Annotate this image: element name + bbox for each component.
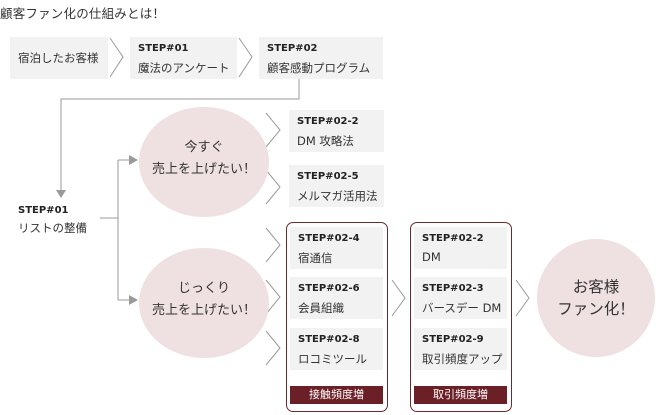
arrow-right-icon	[129, 295, 138, 305]
step-box: STEP#02-6 会員組織	[290, 277, 383, 319]
step-id: STEP#02	[267, 43, 318, 54]
step-label: 取引頻度アップ	[422, 352, 503, 366]
step-box: STEP#02-3 バースデー DM	[414, 277, 507, 319]
circle-line: 今すぐ	[184, 140, 224, 155]
result-circle	[537, 239, 655, 357]
circle-slow-text: じっくり 売上を上げたい！	[139, 278, 269, 322]
step-box: STEP#02-2 DM 攻略法	[289, 110, 384, 152]
circle-line: 売上を上げたい！	[151, 162, 256, 177]
chevron-icon	[391, 279, 406, 317]
circle-line: 売上を上げたい！	[151, 303, 256, 318]
step-id: STEP#02-6	[298, 283, 360, 294]
step-box: STEP#02-8 ロコミツール	[290, 328, 383, 370]
contact-footer: 接触頻度増	[290, 386, 383, 404]
step-label: ロコミツール	[298, 352, 367, 366]
result-line: ファン化！	[557, 300, 635, 318]
diagram-title: 顧客ファン化の仕組みとは！	[0, 6, 166, 21]
trade-group: STEP#02-2 DM STEP#02-3 バースデー DM STEP#02-…	[410, 222, 512, 412]
chevron-icon	[265, 330, 281, 366]
chevron-icon	[515, 279, 530, 317]
chevron-icon	[238, 37, 253, 78]
step-box: STEP#02-4 宿通信	[290, 227, 383, 269]
circle-now-text: 今すぐ 売上を上げたい！	[139, 137, 269, 181]
step-label: 魔法のアンケート	[138, 61, 230, 75]
chevron-icon	[265, 169, 281, 205]
step-label: 顧客感動プログラム	[267, 61, 371, 75]
step-label: メルマガ活用法	[297, 189, 378, 203]
result-line: お客様	[572, 278, 620, 296]
contact-group: STEP#02-4 宿通信 STEP#02-6 会員組織 STEP#02-8 ロ…	[286, 222, 388, 412]
step-label: 会員組織	[298, 301, 344, 315]
trade-footer: 取引頻度増	[414, 386, 507, 404]
circle-now	[139, 107, 269, 217]
step-id: STEP#02-3	[422, 283, 484, 294]
program-box: STEP#02 顧客感動プログラム	[259, 37, 383, 79]
step-id: STEP#02-2	[422, 233, 484, 244]
chevron-icon	[265, 227, 281, 263]
guest-label: 宿泊したお客様	[18, 51, 99, 65]
step-id: STEP#02-4	[298, 233, 360, 244]
survey-box: STEP#01 魔法のアンケート	[130, 37, 237, 79]
step-box: STEP#02-2 DM	[414, 227, 507, 269]
step-label: DM	[422, 250, 441, 264]
step-id: STEP#02-2	[297, 116, 359, 127]
chevron-icon	[265, 279, 281, 315]
chevron-icon	[109, 37, 124, 78]
circle-line: じっくり	[177, 281, 230, 296]
circle-slow	[139, 248, 269, 358]
step-id: STEP#02-5	[297, 171, 359, 182]
guest-box: 宿泊したお客様	[10, 37, 108, 79]
result-text: お客様 ファン化！	[537, 276, 655, 320]
step-id: STEP#02-8	[298, 334, 360, 345]
step-box: STEP#02-5 メルマガ活用法	[289, 165, 384, 207]
list-step-id: STEP#01	[18, 205, 69, 216]
arrow-down-icon	[56, 190, 66, 198]
step-box: STEP#02-9 取引頻度アップ	[414, 328, 507, 370]
step-label: DM 攻略法	[297, 134, 354, 148]
step-label: バースデー DM	[422, 301, 502, 315]
step-label: 宿通信	[298, 251, 333, 265]
list-step-label: リストの整備	[18, 221, 87, 235]
arrow-right-icon	[129, 155, 138, 165]
step-id: STEP#01	[138, 43, 189, 54]
chevron-icon	[265, 112, 281, 148]
step-id: STEP#02-9	[422, 334, 484, 345]
